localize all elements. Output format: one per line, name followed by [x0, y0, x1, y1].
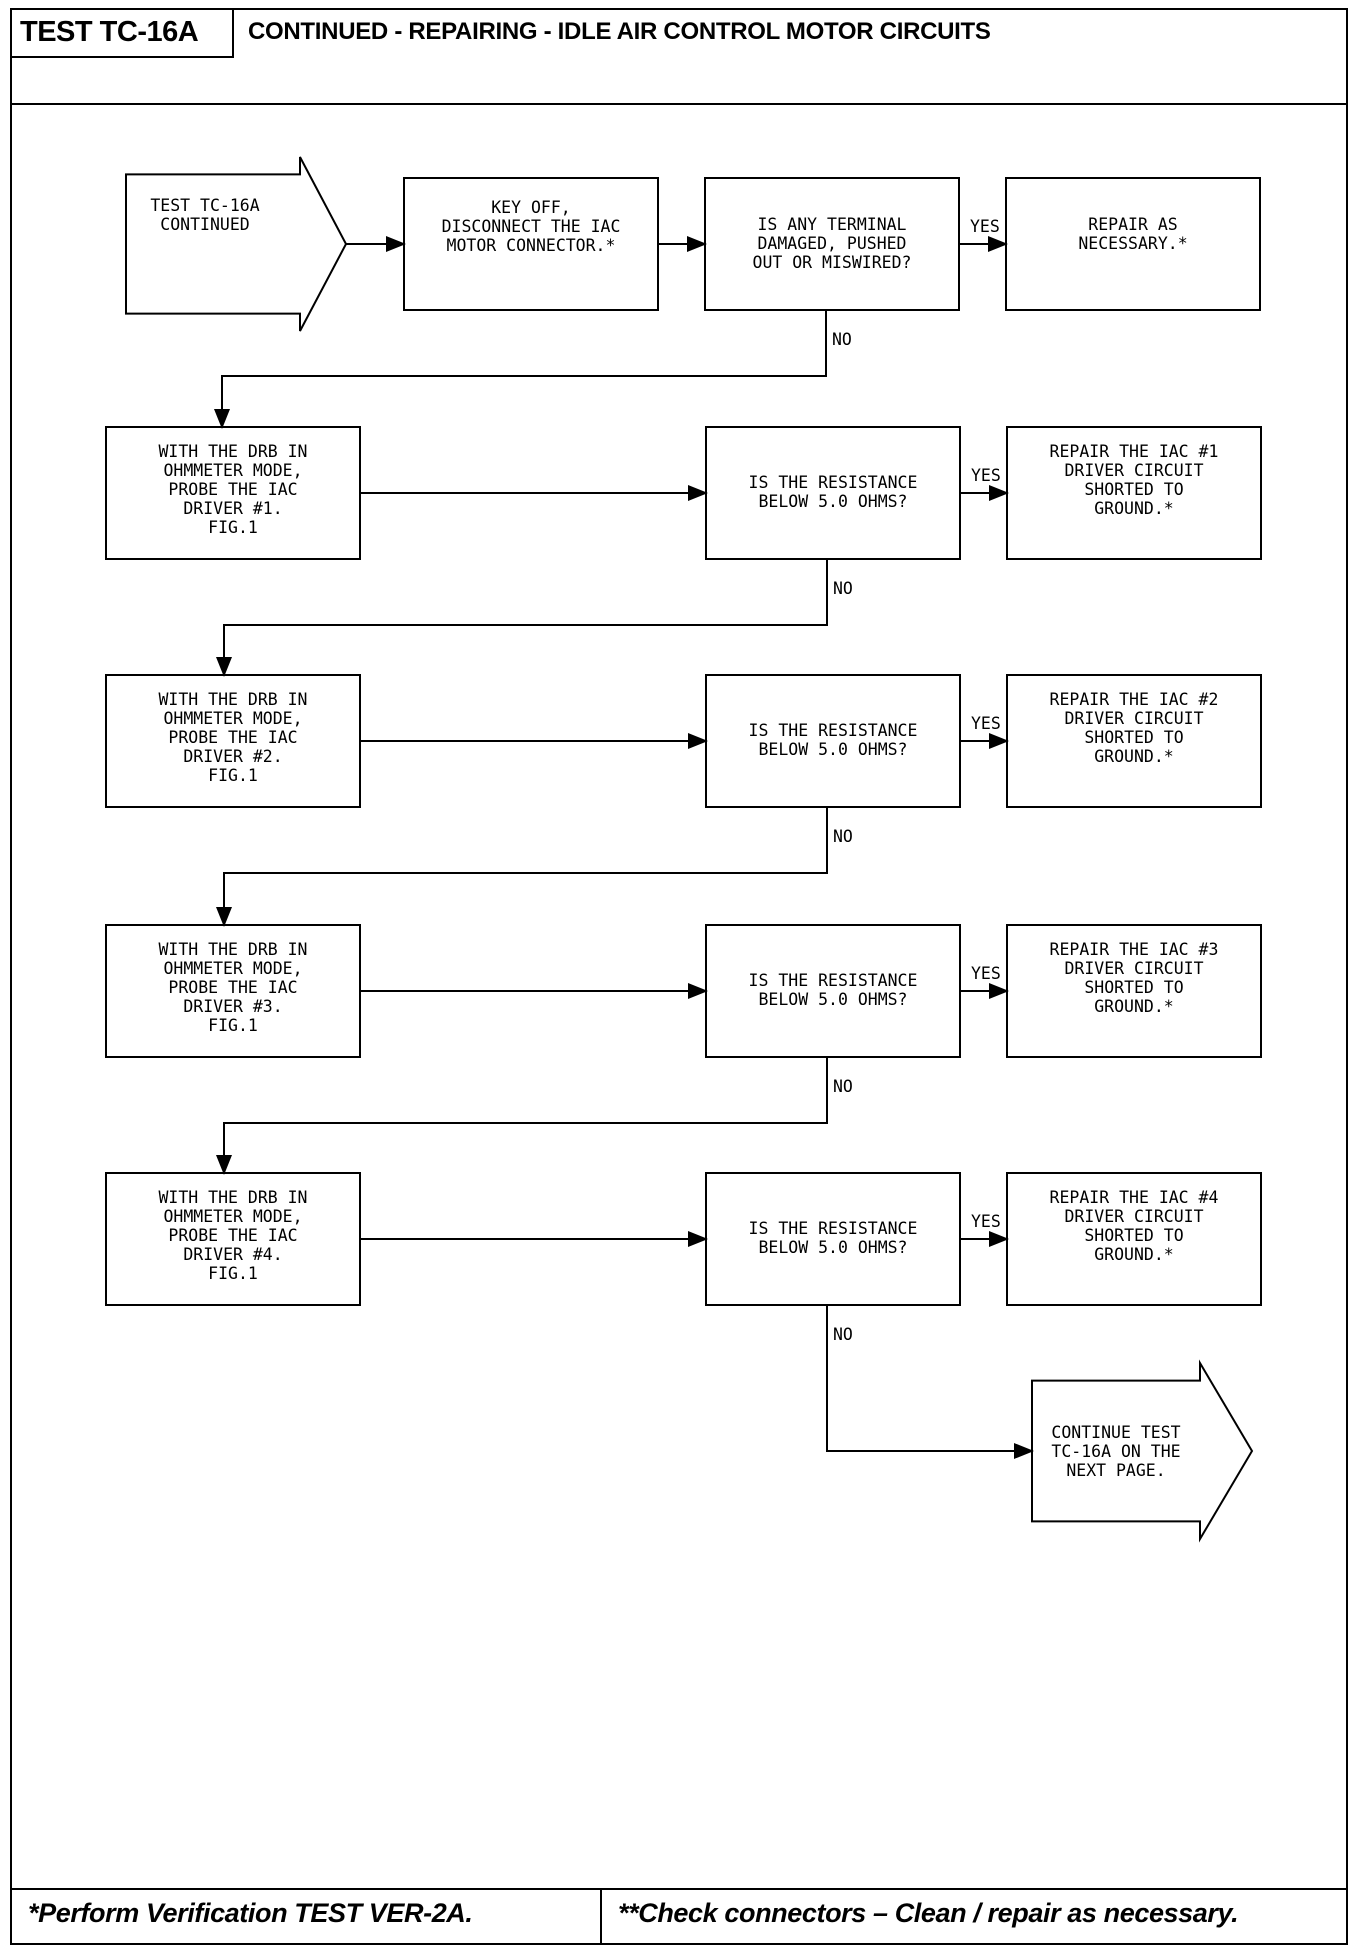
flow-no-3 [216, 807, 828, 927]
page-frame [10, 8, 1348, 1945]
flow-no-4 [216, 1057, 828, 1175]
continue-arrow [1031, 1359, 1254, 1543]
yes-label-4: YES [971, 964, 1001, 983]
footer-note-connectors: **Check connectors – Clean / repair as n… [618, 1898, 1239, 1928]
no-label-5: NO [833, 1325, 853, 1344]
no-label-1: NO [832, 330, 852, 349]
no-label-4: NO [833, 1077, 853, 1096]
yes-label-1: YES [970, 217, 1000, 236]
footer-bar [12, 1888, 1346, 1943]
yes-label-5: YES [971, 1212, 1001, 1231]
page-title: CONTINUED - REPAIRING - IDLE AIR CONTROL… [248, 18, 991, 45]
footer-divider [600, 1888, 602, 1943]
yes-label-3: YES [971, 714, 1001, 733]
header-bar [12, 10, 1346, 105]
flow-no-5 [826, 1305, 1034, 1459]
start-arrow [125, 156, 348, 332]
flow-no-1 [214, 310, 827, 429]
no-label-2: NO [833, 579, 853, 598]
footer-note-verification: *Perform Verification TEST VER-2A. [28, 1898, 473, 1928]
yes-label-2: YES [971, 466, 1001, 485]
flow-no-2 [216, 559, 828, 677]
no-label-3: NO [833, 827, 853, 846]
test-id-label: TEST TC-16A [12, 10, 234, 58]
